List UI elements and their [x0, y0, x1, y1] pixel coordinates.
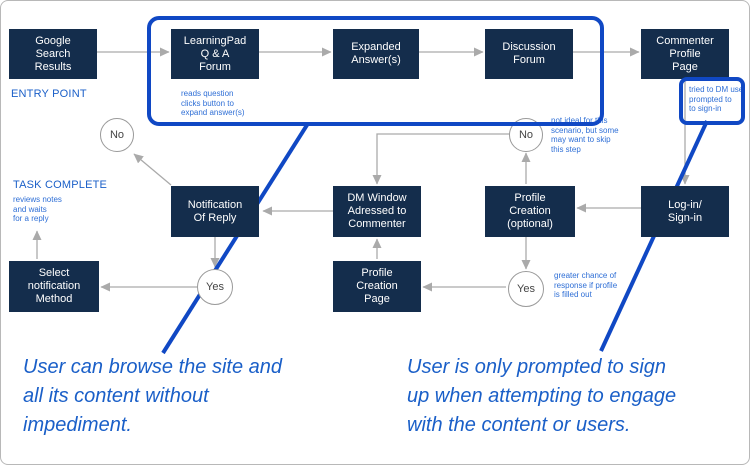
note-reads-question: reads question clicks button to expand a…: [181, 89, 245, 117]
highlight-browse-region: [147, 16, 604, 126]
dm-window-box: DM Window Adressed to Commenter: [333, 186, 421, 237]
commenter-profile-box: Commenter Profile Page: [641, 29, 729, 79]
caption-browse: User can browse the site and all its con…: [23, 356, 283, 436]
note-tried-dm: tried to DM use prompted to to sign-in: [689, 85, 744, 113]
decision-no-left: No: [100, 118, 134, 152]
notification-of-reply-box: Notification Of Reply: [171, 186, 259, 237]
arrow-no-to-dm: [372, 133, 509, 185]
caption-signup-prompt: User is only prompted to sign up when at…: [407, 356, 677, 436]
learningpad-forum-box: LearningPad Q & A Forum: [171, 29, 259, 79]
profile-creation-optional-box: Profile Creation (optional): [485, 186, 575, 237]
google-search-results-box: Google Search Results: [9, 29, 97, 79]
note-reviews-notes: reviews notes and waits for a reply: [13, 195, 62, 223]
arrow-notification-to-no: [133, 153, 172, 186]
expanded-answers-box: Expanded Answer(s): [333, 29, 419, 79]
highlight-signin-prompt: [679, 77, 745, 125]
profile-creation-page-box: Profile Creation Page: [333, 261, 421, 312]
discussion-forum-box: Discussion Forum: [485, 29, 573, 79]
login-signin-box: Log-in/ Sign-in: [641, 186, 729, 237]
note-greater-chance: greater chance of response if profile is…: [554, 271, 618, 299]
select-notification-method-box: Select notification Method: [9, 261, 99, 312]
pointer-line-left: [161, 123, 309, 355]
task-complete-label: TASK COMPLETE: [13, 179, 108, 191]
decision-yes-right: Yes: [508, 271, 544, 307]
entry-point-label: ENTRY POINT: [11, 88, 87, 100]
decision-yes-left: Yes: [197, 269, 233, 305]
